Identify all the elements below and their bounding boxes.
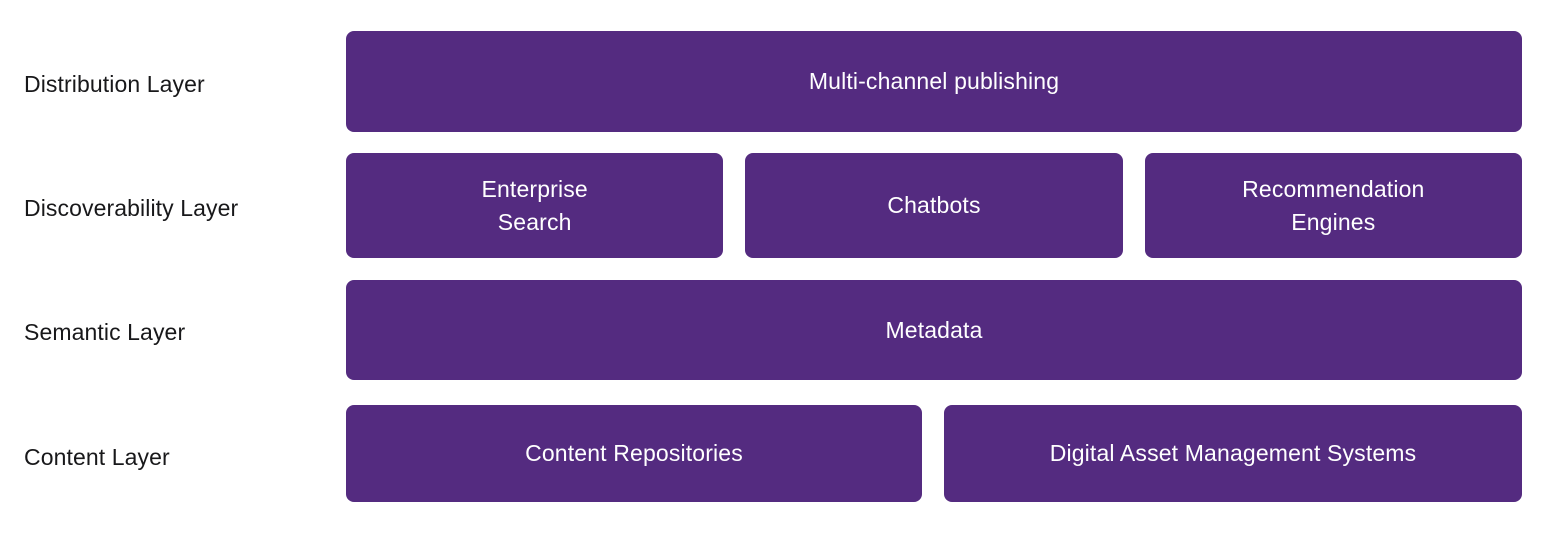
diagram-row-content: Content Repositories Digital Asset Manag… [0, 405, 1542, 502]
box-content-repositories[interactable]: Content Repositories [346, 405, 922, 502]
box-track-discoverability: Enterprise Search Chatbots Recommendatio… [346, 153, 1522, 258]
box-multi-channel-publishing[interactable]: Multi-channel publishing [346, 31, 1522, 132]
box-chatbots[interactable]: Chatbots [745, 153, 1123, 258]
box-track-content: Content Repositories Digital Asset Manag… [346, 405, 1522, 502]
row-label-semantic-layer: Semantic Layer [24, 319, 186, 346]
diagram-row-semantic: Metadata [0, 280, 1542, 380]
row-label-discoverability-layer: Discoverability Layer [24, 195, 239, 222]
box-enterprise-search[interactable]: Enterprise Search [346, 153, 724, 258]
box-metadata[interactable]: Metadata [346, 280, 1522, 380]
row-label-content-layer: Content Layer [24, 444, 170, 471]
diagram-row-discoverability: Enterprise Search Chatbots Recommendatio… [0, 153, 1542, 258]
box-track-distribution: Multi-channel publishing [346, 31, 1522, 132]
box-recommendation-engines[interactable]: Recommendation Engines [1144, 153, 1522, 258]
diagram-row-distribution: Multi-channel publishing [0, 31, 1542, 132]
box-track-semantic: Metadata [346, 280, 1522, 380]
row-label-distribution-layer: Distribution Layer [24, 71, 205, 98]
box-digital-asset-management-systems[interactable]: Digital Asset Management Systems [944, 405, 1522, 502]
